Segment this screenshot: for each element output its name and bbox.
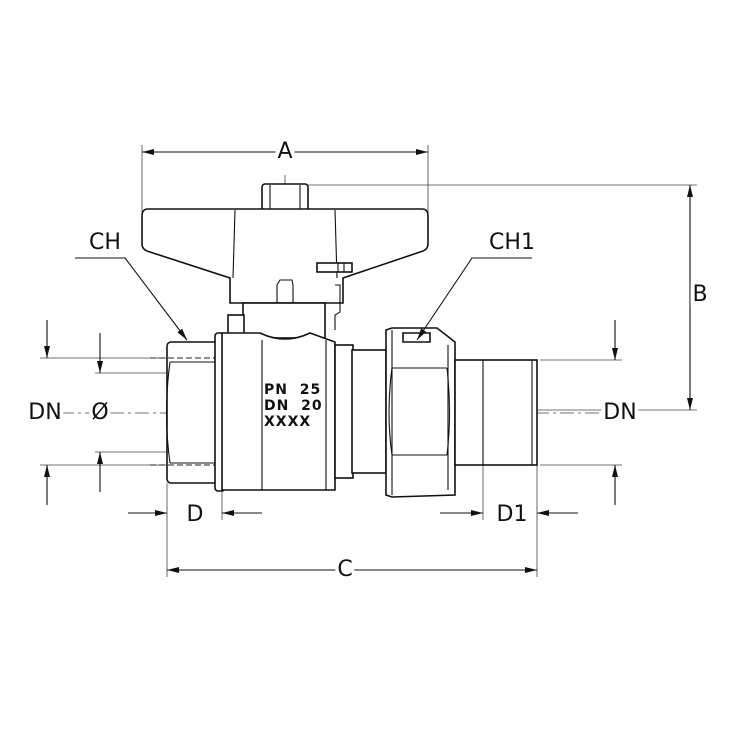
marking-code: XXXX [264, 414, 312, 430]
dimension-b-label: B [690, 282, 710, 307]
left-hex-end [150, 341, 223, 484]
butterfly-handle [141, 183, 429, 304]
ch-leader [75, 257, 188, 341]
dimension-d1-label: D1 [494, 502, 530, 527]
union-end [334, 327, 538, 498]
ch1-leader [416, 257, 532, 341]
ch1-label: CH1 [489, 230, 535, 255]
dimension-dn-left-label: DN [26, 400, 64, 425]
dimension-a-label: A [275, 139, 295, 164]
marking-size: DN 20 [264, 398, 323, 414]
dimension-c-label: C [335, 557, 355, 582]
dimension-diameter-label: Ø [89, 400, 111, 425]
extension-lines [40, 145, 697, 577]
dimension-dn-right-label: DN [601, 400, 639, 425]
dimension-d-label: D [184, 502, 206, 527]
marking-pressure: PN 25 [264, 382, 322, 398]
ch-label: CH [89, 230, 121, 255]
body-marking: PN 25 DN 20 XXXX [264, 382, 323, 430]
